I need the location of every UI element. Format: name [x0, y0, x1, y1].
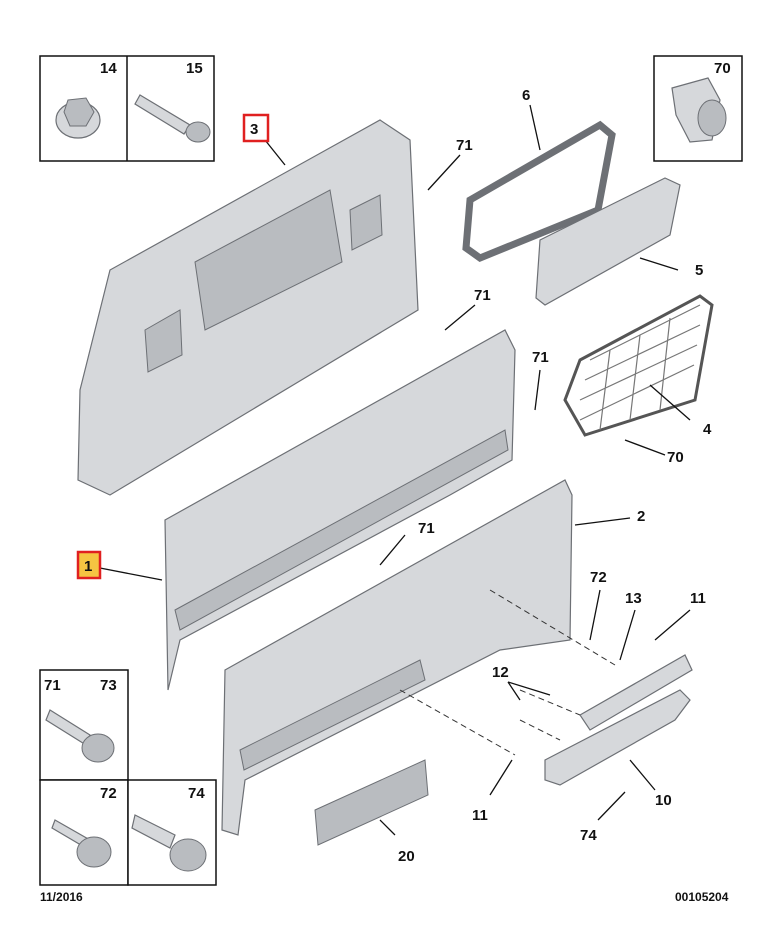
- part-4-window-grille: [563, 294, 714, 437]
- part-20-trim-strip: [314, 759, 429, 846]
- callout-2: 2: [637, 508, 645, 525]
- part-3-bulkhead-panel: [77, 119, 419, 496]
- inset-74: 74: [127, 779, 217, 886]
- callout-20: 20: [398, 848, 415, 865]
- callout-71-box: 71: [44, 677, 61, 694]
- part-1-side-panel: [164, 329, 516, 691]
- callout-70-box: 70: [714, 60, 731, 77]
- callout-11: 11: [472, 807, 488, 824]
- washer-nut-icon: [55, 97, 101, 139]
- part-2-side-panel: [221, 479, 573, 836]
- callout-15: 15: [186, 60, 203, 77]
- callout-11: 11: [690, 590, 706, 607]
- inset-71-73: 71 73: [39, 669, 129, 781]
- callout-72-box: 72: [100, 785, 117, 802]
- inset-72: 72: [39, 779, 129, 886]
- footer-reference: 00105204: [675, 890, 729, 904]
- callout-10: 10: [655, 792, 672, 809]
- callout-71: 71: [532, 349, 549, 366]
- footer-date: 11/2016: [40, 890, 83, 904]
- part-10-rail: [544, 654, 693, 786]
- callout-3-highlight: 3: [242, 113, 270, 143]
- callout-71: 71: [474, 287, 491, 304]
- callout-1-highlight: 1: [76, 550, 102, 580]
- inset-70: 70: [653, 55, 743, 162]
- callout-74-box: 74: [188, 785, 205, 802]
- callout-14: 14: [100, 60, 117, 77]
- part-5-window-glass: [535, 177, 681, 306]
- rivet-nut-icon: [671, 77, 727, 143]
- callout-13: 13: [625, 590, 642, 607]
- callout-12: 12: [492, 664, 509, 681]
- part-6-window-seal: [462, 120, 616, 262]
- callout-70: 70: [667, 449, 684, 466]
- callout-73-box: 73: [100, 677, 117, 694]
- callout-6: 6: [522, 87, 530, 104]
- callout-72: 72: [590, 569, 607, 586]
- callout-74: 74: [580, 827, 597, 844]
- svg-text:3: 3: [250, 121, 258, 138]
- callout-71: 71: [456, 137, 473, 154]
- callout-5: 5: [695, 262, 703, 279]
- inset-14-15: 14 15: [39, 55, 215, 162]
- svg-text:1: 1: [84, 558, 92, 575]
- bolt-icon: [134, 94, 211, 143]
- callout-4: 4: [703, 421, 712, 438]
- callout-71: 71: [418, 520, 435, 537]
